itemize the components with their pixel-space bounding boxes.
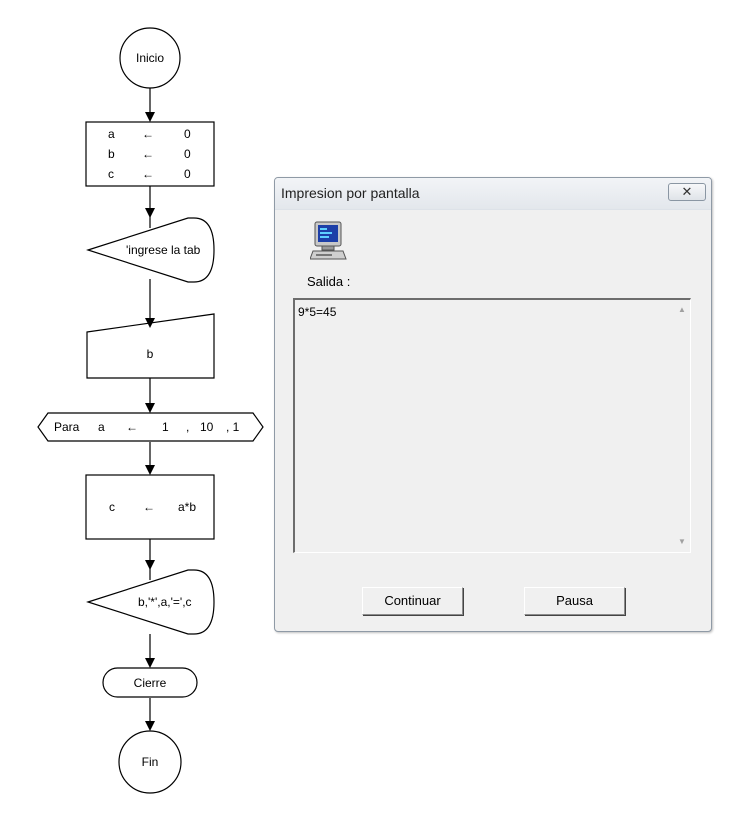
loop-var: a: [98, 420, 105, 434]
start-label: Inicio: [136, 51, 164, 65]
assign-process-node[interactable]: [85, 474, 215, 540]
output-dialog: Impresion por pantalla ✕ Salida : 9*5=45…: [274, 177, 712, 632]
scroll-up-icon[interactable]: ▲: [678, 305, 686, 314]
for-loop-node[interactable]: [37, 412, 264, 442]
output-prompt-node[interactable]: [86, 217, 215, 283]
init-value-a: 0: [184, 127, 191, 141]
assign-arrow: ←: [143, 500, 155, 514]
close-icon: ✕: [681, 184, 693, 199]
init-arrow-a: ←: [142, 127, 154, 141]
init-var-b: b: [108, 147, 115, 161]
close-label: Cierre: [134, 676, 167, 690]
init-var-c: c: [108, 167, 114, 181]
end-label: Fin: [142, 755, 159, 769]
salida-label: Salida :: [307, 274, 351, 289]
loop-step: , 1: [226, 420, 240, 434]
close-button[interactable]: ✕: [668, 183, 706, 201]
init-arrow-b: ←: [142, 147, 154, 161]
vertical-scrollbar[interactable]: ▲ ▼: [674, 300, 690, 552]
output-prompt-text: 'ingrese la tab: [126, 243, 201, 257]
output-expr-node[interactable]: [86, 569, 215, 635]
scroll-down-icon[interactable]: ▼: [678, 537, 686, 546]
output-textarea[interactable]: 9*5=45 ▲ ▼: [293, 298, 691, 553]
init-value-b: 0: [184, 147, 191, 161]
init-var-a: a: [108, 127, 115, 141]
connector-arrowheads: [145, 112, 155, 731]
dialog-title: Impresion por pantalla: [281, 185, 420, 201]
assign-var: c: [109, 500, 115, 514]
init-arrow-c: ←: [142, 167, 154, 181]
output-expr-text: b,'*',a,'=',c: [138, 595, 192, 609]
loop-arrow: ←: [126, 420, 138, 434]
init-value-c: 0: [184, 167, 191, 181]
input-var-text: b: [147, 347, 154, 361]
init-process-node[interactable]: [85, 121, 215, 187]
input-node[interactable]: [86, 313, 215, 379]
continuar-button[interactable]: Continuar: [362, 587, 463, 615]
loop-separator: ,: [186, 420, 189, 434]
loop-start: 1: [162, 420, 169, 434]
assign-expr: a*b: [178, 500, 196, 514]
computer-icon: [310, 221, 347, 260]
loop-end: 10: [200, 420, 214, 434]
loop-keyword: Para: [54, 420, 80, 434]
dialog-titlebar[interactable]: Impresion por pantalla ✕: [275, 178, 711, 210]
output-text: 9*5=45: [298, 305, 337, 319]
pausa-button[interactable]: Pausa: [524, 587, 625, 615]
